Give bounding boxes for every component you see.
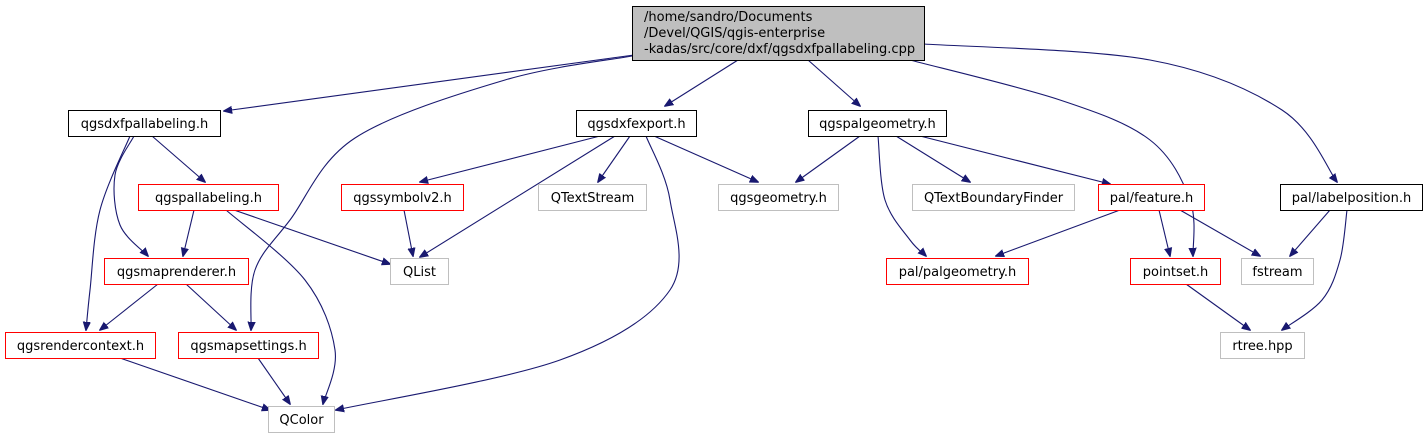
node-qgsmaprenderer-h[interactable]: qgsmaprenderer.h [104,258,249,285]
node-qgssymbolv2-h[interactable]: qgssymbolv2.h [341,184,464,211]
node-box [390,258,449,285]
node-label: qgspallabeling.h [155,191,262,206]
node-box [341,184,464,211]
node-label: rtree.hpp [1232,339,1292,354]
node-qcolor[interactable]: QColor [268,406,335,433]
edge-root-to-qgsmapsettings_h [251,55,633,330]
node-box [912,184,1075,211]
node-box [104,258,249,285]
edge-root-to-pal_labelposition_h [923,43,1337,182]
edge-root-to-qgsdxfexport_h [665,59,739,106]
node-box [1098,184,1205,211]
edge-qgssymbolv2_h-to-qlist [403,209,413,256]
edge-pointset_h-to-rtree_hpp [1185,283,1250,330]
edge-qgsdxfexport_h-to-qcolor [336,135,680,410]
node-box [886,258,1029,285]
node-label: qgsrendercontext.h [17,339,144,354]
node-pal-labelposition-h[interactable]: pal/labelposition.h [1280,184,1423,211]
node-qgsdxfexport-h[interactable]: qgsdxfexport.h [576,110,697,137]
node-label: QList [403,265,436,280]
edge-root-to-pointset_h [909,59,1194,256]
node-qgsmapsettings-h[interactable]: qgsmapsettings.h [178,332,319,359]
node-box [576,110,697,137]
node-label: qgssymbolv2.h [353,191,452,206]
node-box [1280,184,1423,211]
edge-qgspallabeling_h-to-qlist [233,209,390,264]
edge-qgsmapsettings_h-to-qcolor [257,357,290,404]
node-box [1241,258,1314,285]
node-label: pointset.h [1143,265,1208,280]
node-qgspallabeling-h[interactable]: qgspallabeling.h [138,184,279,211]
edge-qgspallabeling_h-to-qcolor [225,209,336,404]
node-box [808,110,947,137]
node-box [68,110,221,137]
node-pal-palgeometry-h[interactable]: pal/palgeometry.h [886,258,1029,285]
node-label: qgsdxfpallabeling.h [81,117,209,132]
node-label: qgspalgeometry.h [819,117,936,132]
edge-qgspallabeling_h-to-qgsmaprenderer_h [183,209,195,256]
node-qtextboundaryfinder[interactable]: QTextBoundaryFinder [912,184,1075,211]
node-box [1220,332,1305,359]
node-qgsdxfpallabeling-h[interactable]: qgsdxfpallabeling.h [68,110,221,137]
node-label: qgsgeometry.h [730,191,827,206]
node-label: qgsdxfexport.h [587,117,685,132]
edge-qgsdxfpallabeling_h-to-qgsrendercontext_h [86,135,131,330]
edge-qgspalgeometry_h-to-qgsgeometry_h [796,135,861,182]
node-box [1130,258,1221,285]
edge-qgsdxfpallabeling_h-to-qgspallabeling_h [151,135,205,182]
edge-qgsdxfexport_h-to-qlist [420,135,616,257]
node-label: qgsmapsettings.h [190,339,306,354]
edge-qgsmaprenderer_h-to-qgsmapsettings_h [185,283,236,330]
node-box [178,332,319,359]
edge-qgsmaprenderer_h-to-qgsrendercontext_h [100,283,159,330]
node-qlist[interactable]: QList [390,258,449,285]
node-qtextstream[interactable]: QTextStream [538,184,647,211]
node-label: QColor [279,413,324,428]
edge-pal_labelposition_h-to-fstream [1290,209,1331,256]
node-box [5,332,156,359]
node-label: QTextStream [551,191,635,206]
node-label: QTextBoundaryFinder [924,191,1064,206]
edge-qgspalgeometry_h-to-pal_feature_h [919,135,1110,184]
node-fstream[interactable]: fstream [1241,258,1314,285]
node-rtree-hpp[interactable]: rtree.hpp [1220,332,1305,359]
node-label: pal/palgeometry.h [899,265,1017,280]
edge-qgspalgeometry_h-to-qtextboundaryfinder [895,135,970,182]
node-label: pal/feature.h [1110,191,1194,206]
edge-qgsrendercontext_h-to-qcolor [119,357,270,410]
edge-qgspalgeometry_h-to-pal_palgeometry_h [877,135,926,256]
node-qgsrendercontext-h[interactable]: qgsrendercontext.h [5,332,156,359]
node-root[interactable]: /home/sandro/Documents/Devel/QGIS/qgis-e… [632,6,925,61]
edge-pal_feature_h-to-pointset_h [1158,209,1170,256]
node-label: /home/sandro/Documents [644,10,813,25]
edge-root-to-qgsdxfpallabeling_h [224,54,635,111]
edges-layer [86,43,1348,410]
node-label: /Devel/QGIS/qgis-enterprise [644,26,825,41]
node-label: qgsmaprenderer.h [117,265,236,280]
node-pointset-h[interactable]: pointset.h [1130,258,1221,285]
node-box [138,184,279,211]
edge-pal_feature_h-to-fstream [1179,209,1260,256]
node-box [268,406,335,433]
node-qgspalgeometry-h[interactable]: qgspalgeometry.h [808,110,947,137]
edge-qgsdxfexport_h-to-qgsgeometry_h [653,135,758,182]
node-box [538,184,647,211]
edge-pal_labelposition_h-to-rtree_hpp [1282,209,1348,330]
edge-root-to-qgspalgeometry_h [807,59,860,106]
edge-pal_feature_h-to-pal_palgeometry_h [996,209,1121,256]
edge-qgsdxfpallabeling_h-to-qgsmaprenderer_h [113,135,148,256]
node-box [718,184,839,211]
node-label: fstream [1252,265,1302,280]
node-label: -kadas/src/core/dxf/qgsdxfpallabeling.cp… [644,42,915,57]
nodes-layer: /home/sandro/Documents/Devel/QGIS/qgis-e… [5,6,1423,433]
node-box [632,6,925,61]
edge-qgsdxfexport_h-to-qtextstream [598,135,631,182]
node-qgsgeometry-h[interactable]: qgsgeometry.h [718,184,839,211]
edge-qgsdxfexport_h-to-qgssymbolv2_h [420,135,601,182]
node-label: pal/labelposition.h [1292,191,1412,206]
node-pal-feature-h[interactable]: pal/feature.h [1098,184,1205,211]
